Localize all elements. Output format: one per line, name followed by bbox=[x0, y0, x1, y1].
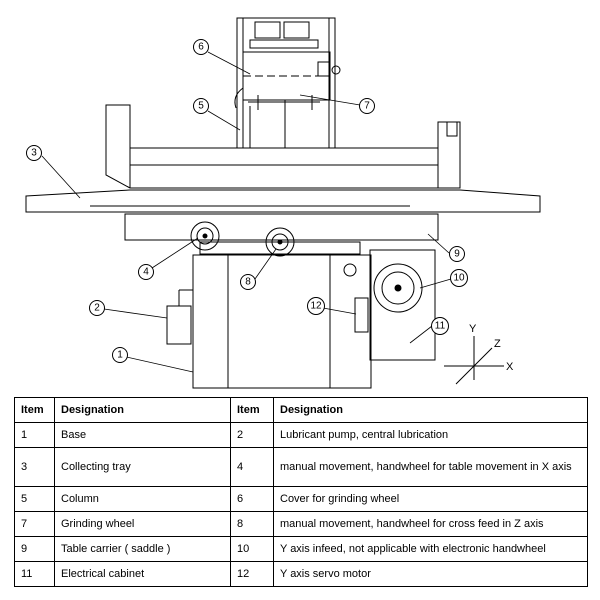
saddle bbox=[124, 213, 439, 241]
parts-table: Item Designation Item Designation 1 Base… bbox=[14, 397, 588, 587]
collecting-tray bbox=[105, 104, 461, 189]
item-designation: manual movement, handwheel for table mov… bbox=[273, 447, 588, 487]
callout-7: 7 bbox=[364, 101, 370, 112]
callout-12: 12 bbox=[310, 301, 322, 312]
handwheel-x bbox=[190, 221, 220, 251]
item-designation: Base bbox=[54, 422, 231, 448]
servo-motor bbox=[354, 297, 369, 333]
item-number: 2 bbox=[230, 422, 274, 448]
header-designation-2: Designation bbox=[273, 397, 588, 423]
grinder-technical-drawing: 1 2 3 4 5 6 7 8 9 10 12 11 Y Z X bbox=[25, 17, 541, 389]
item-designation: Y axis servo motor bbox=[273, 561, 588, 587]
table-row: 7 Grinding wheel 8 manual movement, hand… bbox=[14, 511, 588, 537]
base bbox=[192, 254, 372, 389]
callout-3: 3 bbox=[31, 148, 37, 159]
axis-y-label: Y bbox=[469, 323, 477, 335]
axis-indicator bbox=[444, 336, 504, 385]
table-row: 1 Base 2 Lubricant pump, central lubrica… bbox=[14, 422, 588, 448]
callout-8: 8 bbox=[245, 277, 251, 288]
table-row: 3 Collecting tray 4 manual movement, han… bbox=[14, 447, 588, 487]
callout-11: 11 bbox=[435, 321, 446, 332]
handwheel-z bbox=[265, 227, 295, 257]
callout-10: 10 bbox=[453, 273, 465, 284]
item-designation: Lubricant pump, central lubrication bbox=[273, 422, 588, 448]
item-number: 9 bbox=[14, 536, 55, 562]
callout-1: 1 bbox=[117, 350, 123, 361]
callout-2: 2 bbox=[94, 303, 100, 314]
callout-6: 6 bbox=[198, 42, 204, 53]
header-item-1: Item bbox=[14, 397, 55, 423]
header-designation-1: Designation bbox=[54, 397, 231, 423]
item-number: 10 bbox=[230, 536, 274, 562]
machine-drawing: 1 2 3 4 5 6 7 8 9 10 12 11 Y Z X bbox=[25, 17, 541, 389]
handwheel-y bbox=[373, 263, 423, 313]
item-number: 4 bbox=[230, 447, 274, 487]
item-number: 12 bbox=[230, 561, 274, 587]
callout-5: 5 bbox=[198, 101, 204, 112]
item-designation: Column bbox=[54, 486, 231, 512]
item-designation: Cover for grinding wheel bbox=[273, 486, 588, 512]
item-number: 11 bbox=[14, 561, 55, 587]
item-designation: Electrical cabinet bbox=[54, 561, 231, 587]
lubricant-pump bbox=[166, 305, 192, 345]
item-designation: Table carrier ( saddle ) bbox=[54, 536, 231, 562]
item-number: 5 bbox=[14, 486, 55, 512]
axis-x-label: X bbox=[506, 361, 514, 373]
item-number: 3 bbox=[14, 447, 55, 487]
item-designation: Y axis infeed, not applicable with elect… bbox=[273, 536, 588, 562]
table-header-row: Item Designation Item Designation bbox=[14, 397, 588, 423]
callout-4: 4 bbox=[143, 267, 149, 278]
table bbox=[25, 189, 541, 213]
item-designation: Collecting tray bbox=[54, 447, 231, 487]
item-designation: manual movement, handwheel for cross fee… bbox=[273, 511, 588, 537]
header-item-2: Item bbox=[230, 397, 274, 423]
table-row: 5 Column 6 Cover for grinding wheel bbox=[14, 486, 588, 512]
table-row: 9 Table carrier ( saddle ) 10 Y axis inf… bbox=[14, 536, 588, 562]
electrical-cabinet bbox=[369, 249, 436, 361]
item-number: 6 bbox=[230, 486, 274, 512]
item-number: 8 bbox=[230, 511, 274, 537]
item-designation: Grinding wheel bbox=[54, 511, 231, 537]
table-row: 11 Electrical cabinet 12 Y axis servo mo… bbox=[14, 561, 588, 587]
item-number: 7 bbox=[14, 511, 55, 537]
axis-z-label: Z bbox=[494, 338, 501, 350]
callout-9: 9 bbox=[454, 249, 460, 260]
item-number: 1 bbox=[14, 422, 55, 448]
